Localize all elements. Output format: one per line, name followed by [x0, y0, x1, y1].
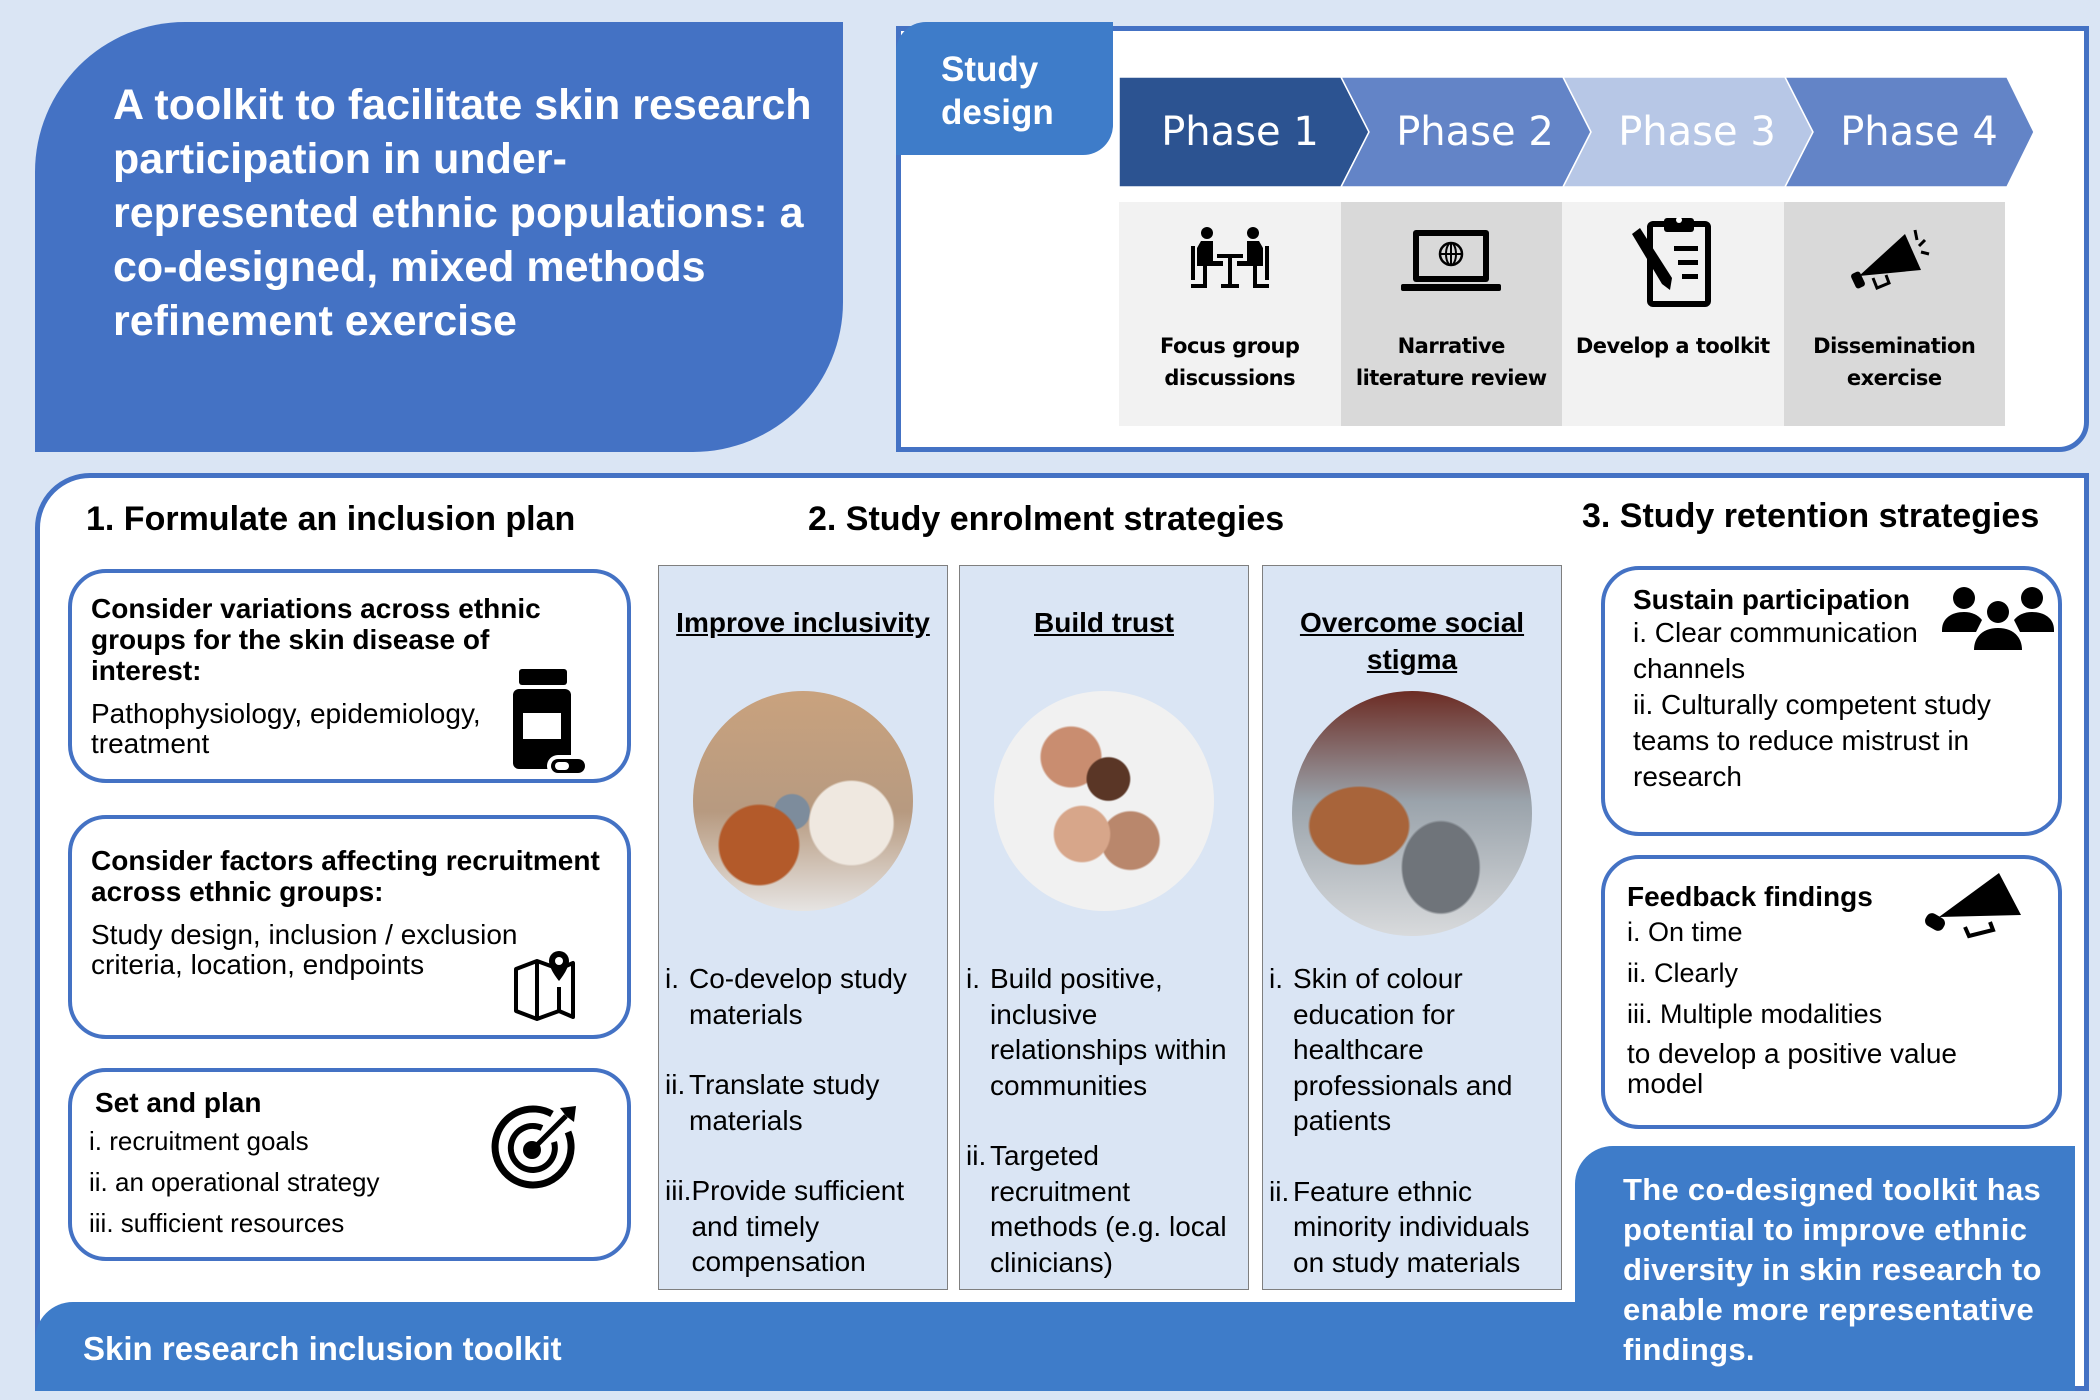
phase-2-activity: Narrative literature review	[1340, 202, 1562, 426]
list-item: iii.Provide sufficient and timely compen…	[665, 1173, 943, 1280]
column-list: i. Skin of colour education for healthcar…	[1269, 961, 1557, 1315]
set-and-plan-item: i. recruitment goals	[89, 1126, 309, 1156]
study-design-label-line1: Study	[941, 50, 1039, 89]
phase-2-arrow	[1340, 77, 1592, 187]
phase-1-activity-line1: Focus group	[1160, 334, 1300, 358]
people-at-table-icon	[1190, 227, 1269, 288]
study-design-tab: Study design	[896, 22, 1113, 155]
phase-4-activity-line2: exercise	[1846, 366, 1942, 390]
set-and-plan-box: Set and plan i. recruitment goals ii. an…	[68, 1068, 631, 1261]
feedback-item: i. On time	[1627, 917, 1743, 947]
recruitment-factors-heading: Consider factors affecting recruitment a…	[91, 845, 600, 907]
item-number: ii.	[966, 1140, 987, 1171]
feedback-item: iii. Multiple modalities	[1627, 999, 1883, 1029]
disease-variation-heading: Consider variations across ethnic groups…	[91, 593, 541, 686]
laptop-globe-icon	[1401, 230, 1502, 291]
disease-variation-box: Consider variations across ethnic groups…	[68, 569, 631, 783]
phase-3-activity-line1: Develop a toolkit	[1575, 334, 1770, 358]
set-and-plan-heading: Set and plan	[95, 1087, 262, 1118]
section-1-title: 1. Formulate an inclusion plan	[86, 500, 576, 538]
page-title: A toolkit to facilitate skin research pa…	[113, 81, 812, 345]
feedback-footer: to develop a positive value model	[1627, 1038, 1957, 1099]
item-text: Provide sufficient and timely compensati…	[691, 1175, 905, 1277]
megaphone-icon	[1851, 229, 1930, 290]
toolkit-footer-label: Skin research inclusion toolkit	[35, 1302, 1580, 1391]
build-trust-column: Build trust i. Build positive, inclusive …	[959, 565, 1249, 1290]
column-heading: Overcome social stigma	[1299, 607, 1525, 675]
column-list: i. Build positive, inclusive relationship…	[966, 961, 1244, 1315]
feedback-findings-heading: Feedback findings	[1627, 881, 1873, 912]
map-pin-icon	[514, 951, 575, 1021]
clipboard-pencil-icon	[1631, 217, 1711, 307]
recruitment-factors-box: Consider factors affecting recruitment a…	[68, 815, 631, 1039]
item-text: Feature ethnic minority individuals on s…	[1293, 1175, 1530, 1278]
phase-2-label: Phase 2	[1396, 109, 1554, 155]
sustain-item: i. Clear communication channels	[1633, 617, 1918, 684]
overcome-social-stigma-column: Overcome social stigma i. Skin of colour …	[1262, 565, 1562, 1290]
item-text: Co-develop study materials	[689, 963, 907, 1030]
item-text: Translate study materials	[689, 1069, 880, 1136]
feedback-item: ii. Clearly	[1627, 958, 1739, 988]
phase-1-label: Phase 1	[1161, 109, 1319, 155]
sustain-participation-heading: Sustain participation	[1633, 584, 1910, 615]
list-item: ii.Targeted recruitment methods (e.g. lo…	[966, 1138, 1244, 1280]
list-item: ii.Translate study materials	[665, 1067, 943, 1138]
study-design-label-line2: design	[941, 93, 1054, 132]
item-number: iii.	[665, 1175, 692, 1206]
list-item: i. Build positive, inclusive relationship…	[966, 961, 1244, 1103]
phase-3-activity: Develop a toolkit	[1562, 202, 1784, 426]
typing-laptop-photo	[1292, 691, 1532, 936]
item-text: Targeted recruitment methods (e.g. local…	[990, 1140, 1227, 1278]
item-text: Build positive, inclusive relationships …	[990, 963, 1227, 1101]
students-studying-photo	[693, 691, 913, 911]
column-list: i. Co-develop study materials ii.Translat…	[665, 961, 943, 1315]
phase-4-activity-line1: Dissemination	[1813, 334, 1976, 358]
item-number: ii.	[1269, 1175, 1290, 1207]
megaphone-icon	[1925, 873, 2021, 939]
phase-3-label: Phase 3	[1618, 109, 1776, 155]
improve-inclusivity-column: Improve inclusivity i. Co-develop study m…	[658, 565, 948, 1290]
phase-activities: Focus group discussions Narrative litera…	[1119, 202, 2005, 426]
sustain-participation-box: Sustain participation i. Clear communica…	[1601, 566, 2062, 836]
recruitment-factors-body: Study design, inclusion / exclusion crit…	[91, 919, 518, 980]
list-item: ii.Feature ethnic minority individuals o…	[1269, 1174, 1557, 1281]
phase-2-activity-line2: literature review	[1355, 366, 1547, 390]
medicine-bottle-icon	[513, 669, 589, 777]
item-number: i.	[966, 963, 980, 994]
phase-3-arrow	[1562, 77, 1814, 187]
item-number: i.	[665, 963, 679, 994]
phase-1-activity: Focus group discussions	[1119, 202, 1341, 426]
item-text: Skin of colour education for healthcare …	[1293, 963, 1513, 1136]
list-item: i. Co-develop study materials	[665, 961, 943, 1032]
linked-hands-photo	[994, 691, 1214, 911]
target-icon	[491, 1105, 576, 1189]
phase-4-label: Phase 4	[1840, 109, 1998, 155]
sustain-item: ii. Culturally competent study teams to …	[1633, 689, 1991, 792]
column-heading: Improve inclusivity	[676, 607, 930, 638]
phase-4-arrow	[1784, 77, 2035, 187]
phase-4-activity: Dissemination exercise	[1783, 202, 2005, 426]
title-block	[35, 22, 843, 452]
set-and-plan-item: iii. sufficient resources	[89, 1208, 345, 1238]
item-number: i.	[1269, 963, 1283, 994]
phase-2-activity-line1: Narrative	[1397, 334, 1506, 358]
column-heading: Build trust	[1034, 607, 1174, 638]
disease-variation-body: Pathophysiology, epidemiology, treatment	[91, 698, 481, 759]
phase-arrows	[1119, 77, 2035, 187]
item-number: ii.	[665, 1069, 686, 1100]
feedback-findings-box: Feedback findings i. On time ii. Clearly…	[1601, 855, 2062, 1129]
list-item: i. Skin of colour education for healthcar…	[1269, 961, 1557, 1139]
conclusion-box: The co-designed toolkit has potential to…	[1575, 1146, 2075, 1391]
phase-chevrons: Phase 1 Phase 2 Phase 3 Phase 4	[1119, 77, 2064, 187]
section-2-title: 2. Study enrolment strategies	[808, 500, 1285, 538]
group-people-icon	[1942, 587, 2054, 650]
set-and-plan-item: ii. an operational strategy	[89, 1167, 380, 1197]
section-3-title: 3. Study retention strategies	[1582, 497, 2040, 535]
phase-1-activity-line2: discussions	[1164, 366, 1296, 390]
